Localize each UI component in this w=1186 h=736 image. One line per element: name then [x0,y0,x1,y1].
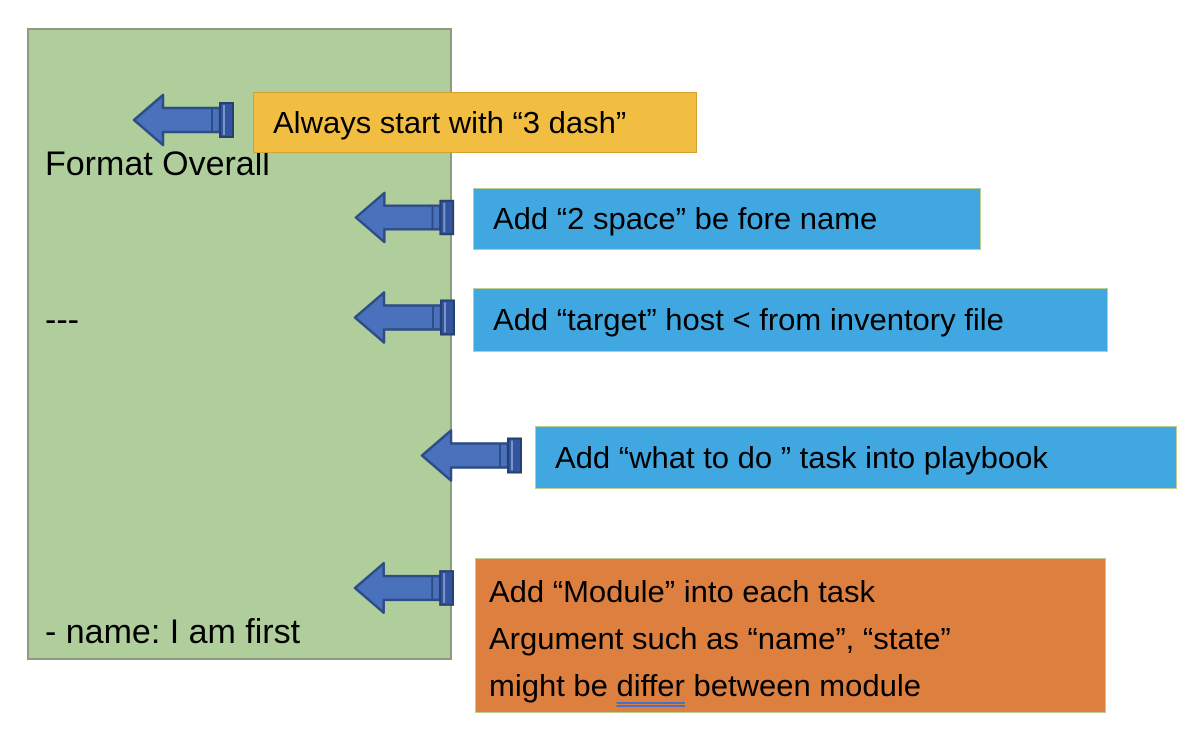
callout-module-line3-prefix: might be [489,668,617,703]
left-arrow-icon [132,93,234,147]
playbook-code: Format Overall --- - name: I am first ho… [29,30,450,736]
callout-target-host-text: Add “target” host < from inventory file [493,302,1004,337]
callout-module-line3-grammar-word: differ [616,668,685,703]
left-arrow-icon [353,291,455,344]
left-arrow-icon [354,191,455,244]
callout-what-to-do: Add “what to do ” task into playbook [535,426,1177,489]
callout-three-dash-text: Always start with “3 dash” [273,104,627,140]
play-name-line: - name: I am first [45,613,301,651]
callout-three-dash: Always start with “3 dash” [253,92,697,153]
left-arrow-icon [353,562,455,614]
callout-two-space: Add “2 space” be fore name [473,188,981,250]
blank-line [45,450,450,502]
left-arrow-icon [420,429,522,482]
callout-two-space-text: Add “2 space” be fore name [493,201,878,236]
callout-what-to-do-text: Add “what to do ” task into playbook [555,439,1048,475]
callout-module-line1: Add “Module” into each task [489,574,875,609]
callout-target-host: Add “target” host < from inventory file [473,288,1108,352]
callout-module-line3-suffix: between module [684,668,921,703]
playbook-title: Format Overall [45,145,270,183]
callout-module-line2: Argument such as “name”, “state” [489,621,951,656]
callout-module: Add “Module” into each task Argument suc… [475,558,1106,713]
three-dash-line: --- [45,301,79,339]
callout-module-line3: might be differ between module [489,662,1105,709]
